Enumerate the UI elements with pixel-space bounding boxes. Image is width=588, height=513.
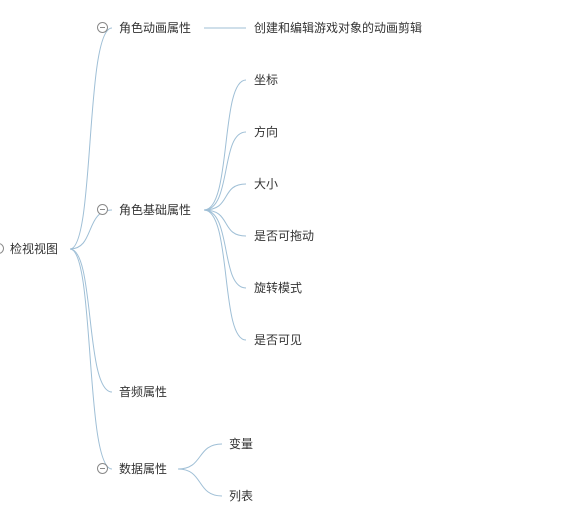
leaf-variable-label: 变量 bbox=[229, 437, 254, 451]
branch-anim[interactable]: 角色动画属性 bbox=[119, 20, 191, 36]
leaf-anim-clip-label: 创建和编辑游戏对象的动画剪辑 bbox=[254, 21, 423, 35]
branch-basic-label: 角色基础属性 bbox=[119, 203, 192, 217]
leaf-rotation-mode[interactable]: 旋转模式 bbox=[254, 280, 302, 296]
leaf-rotation-mode-label: 旋转模式 bbox=[254, 281, 303, 295]
root-node[interactable]: 检视视图 bbox=[10, 241, 58, 257]
leaf-visible-label: 是否可见 bbox=[254, 333, 303, 347]
link-basic-vis bbox=[203, 209, 247, 341]
leaf-visible[interactable]: 是否可见 bbox=[254, 332, 302, 348]
anim-collapse-icon[interactable] bbox=[97, 22, 108, 33]
leaf-draggable[interactable]: 是否可拖动 bbox=[254, 228, 314, 244]
leaf-anim-clip[interactable]: 创建和编辑游戏对象的动画剪辑 bbox=[254, 20, 422, 36]
link-data-var bbox=[177, 443, 223, 470]
link-basic-size bbox=[203, 183, 247, 211]
root-label: 检视视图 bbox=[10, 242, 59, 256]
leaf-direction-label: 方向 bbox=[254, 125, 279, 139]
leaf-direction[interactable]: 方向 bbox=[254, 124, 278, 140]
branch-audio[interactable]: 音频属性 bbox=[119, 384, 167, 400]
leaf-variable[interactable]: 变量 bbox=[229, 436, 253, 452]
leaf-draggable-label: 是否可拖动 bbox=[254, 229, 315, 243]
link-root-anim bbox=[69, 27, 113, 250]
leaf-size[interactable]: 大小 bbox=[254, 176, 278, 192]
leaf-coordinate-label: 坐标 bbox=[254, 73, 279, 87]
branch-data[interactable]: 数据属性 bbox=[119, 461, 167, 477]
link-basic-coord bbox=[203, 79, 247, 211]
data-collapse-icon[interactable] bbox=[97, 463, 108, 474]
leaf-list-label: 列表 bbox=[229, 489, 254, 503]
leaf-coordinate[interactable]: 坐标 bbox=[254, 72, 278, 88]
branch-audio-label: 音频属性 bbox=[119, 385, 168, 399]
leaf-list[interactable]: 列表 bbox=[229, 488, 253, 504]
basic-collapse-icon[interactable] bbox=[97, 204, 108, 215]
leaf-size-label: 大小 bbox=[254, 177, 279, 191]
link-data-list bbox=[177, 468, 223, 497]
link-basic-dir bbox=[203, 131, 247, 211]
link-root-data bbox=[69, 248, 113, 470]
branch-basic[interactable]: 角色基础属性 bbox=[119, 202, 191, 218]
branch-data-label: 数据属性 bbox=[119, 462, 168, 476]
link-basic-rot bbox=[203, 209, 247, 289]
branch-anim-label: 角色动画属性 bbox=[119, 21, 192, 35]
link-root-audio bbox=[69, 248, 113, 393]
link-basic-drag bbox=[203, 209, 247, 237]
